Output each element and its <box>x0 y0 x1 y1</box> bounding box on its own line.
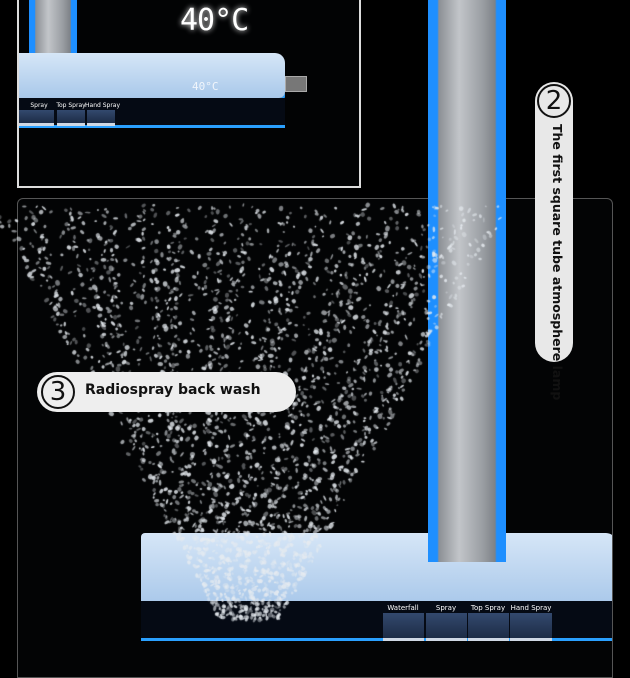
top-spray-button[interactable] <box>468 613 509 641</box>
hand-spray-button[interactable] <box>87 110 115 126</box>
button-label: Waterfall <box>387 604 419 612</box>
top-inset-panel: Spray Top Spray Hand Spray <box>17 0 361 188</box>
waterfall-button[interactable] <box>383 613 424 641</box>
spray-button[interactable] <box>19 110 54 126</box>
top-spray-button[interactable] <box>57 110 85 126</box>
button-label: Top Spray <box>470 604 506 612</box>
callout-text: Radiospray back wash <box>85 382 261 398</box>
callout-text: The first square tube atmosphere lamp <box>550 124 565 401</box>
hand-spray-button[interactable] <box>510 613 552 641</box>
callout-number: 2 <box>537 84 571 118</box>
button-label: Spray <box>435 604 457 612</box>
callout-back-wash: 3 Radiospray back wash <box>37 372 296 412</box>
knob <box>285 76 307 92</box>
glass-base <box>19 53 285 98</box>
button-label: Hand Spray <box>85 102 121 109</box>
callout-atmosphere-lamp: 2 The first square tube atmosphere lamp <box>535 82 573 400</box>
button-label: Hand Spray <box>510 604 552 612</box>
temperature-display: 40°C <box>180 3 249 38</box>
button-label: Top Spray <box>56 102 86 109</box>
temperature-reflection: 40°C <box>192 80 219 93</box>
spray-button[interactable] <box>426 613 467 641</box>
water-spray <box>0 198 630 665</box>
button-label: Spray <box>30 102 48 109</box>
callout-number: 3 <box>41 375 75 409</box>
